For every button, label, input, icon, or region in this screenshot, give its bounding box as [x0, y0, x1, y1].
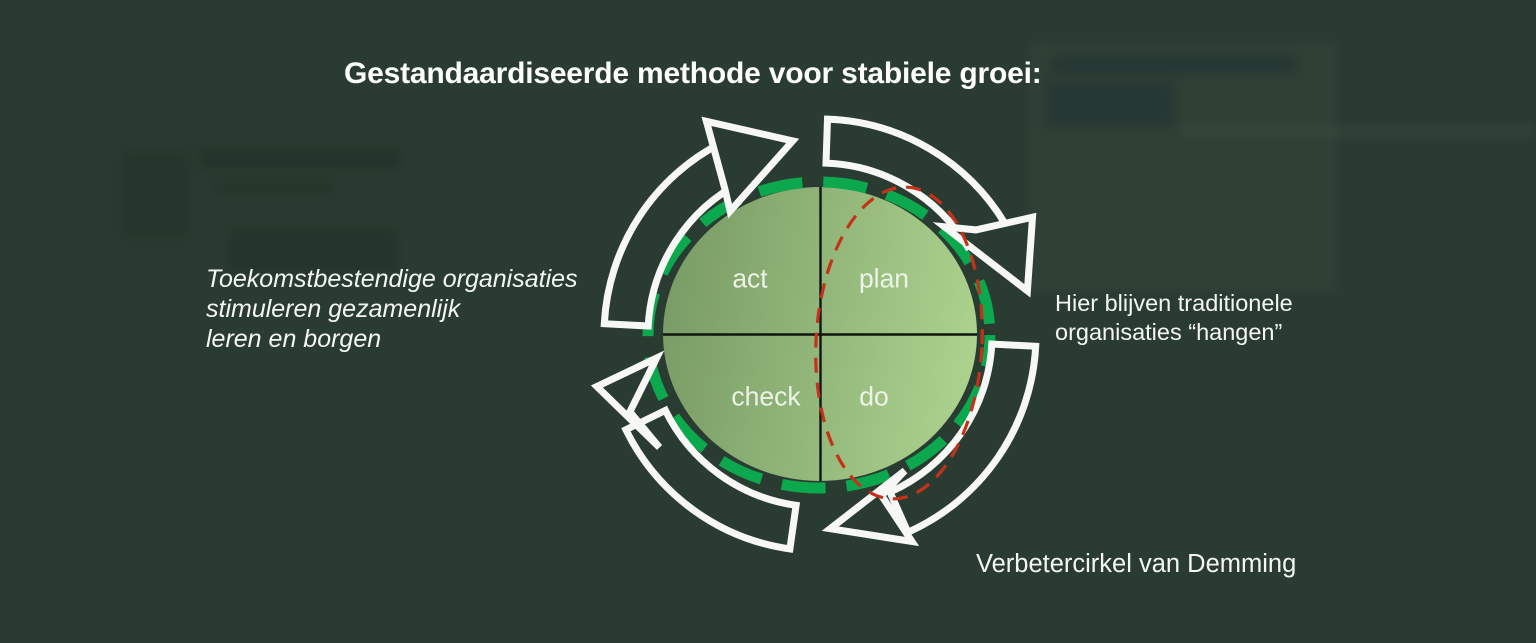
quadrant-label-check: check	[731, 381, 801, 412]
left-annotation-line3: leren en borgen	[206, 325, 382, 353]
cycle-arrow-1-head	[701, 116, 800, 219]
quadrant-label-do: do	[859, 381, 889, 412]
cycle-arrow-4-band	[621, 405, 801, 553]
quadrant-label-act: act	[732, 263, 768, 294]
cycle-arrow-3-head	[821, 467, 920, 547]
left-annotation-line1: Toekomstbestendige organisaties	[206, 265, 578, 293]
red-dashed-ellipse	[814, 185, 984, 501]
cycle-arrows	[590, 115, 1040, 553]
left-annotation-line2: stimuleren gezamenlijk	[206, 295, 461, 323]
cycle-arrow-4-head	[590, 350, 665, 450]
right-annotation-line2: organisaties “hangen”	[1055, 319, 1283, 345]
quadrant-label-plan: plan	[858, 263, 910, 294]
page-title: Gestandaardiseerde methode voor stabiele…	[344, 57, 1042, 90]
diagram-caption: Verbetercirkel van Demming	[976, 550, 1297, 578]
right-annotation: Hier blijven traditionele organisaties “…	[1055, 289, 1293, 347]
green-dashed-ring	[642, 176, 996, 494]
cycle-arrow-2-head	[932, 212, 1037, 298]
right-annotation-line1: Hier blijven traditionele	[1055, 290, 1293, 316]
left-annotation: Toekomstbestendige organisaties stimuler…	[206, 264, 578, 354]
